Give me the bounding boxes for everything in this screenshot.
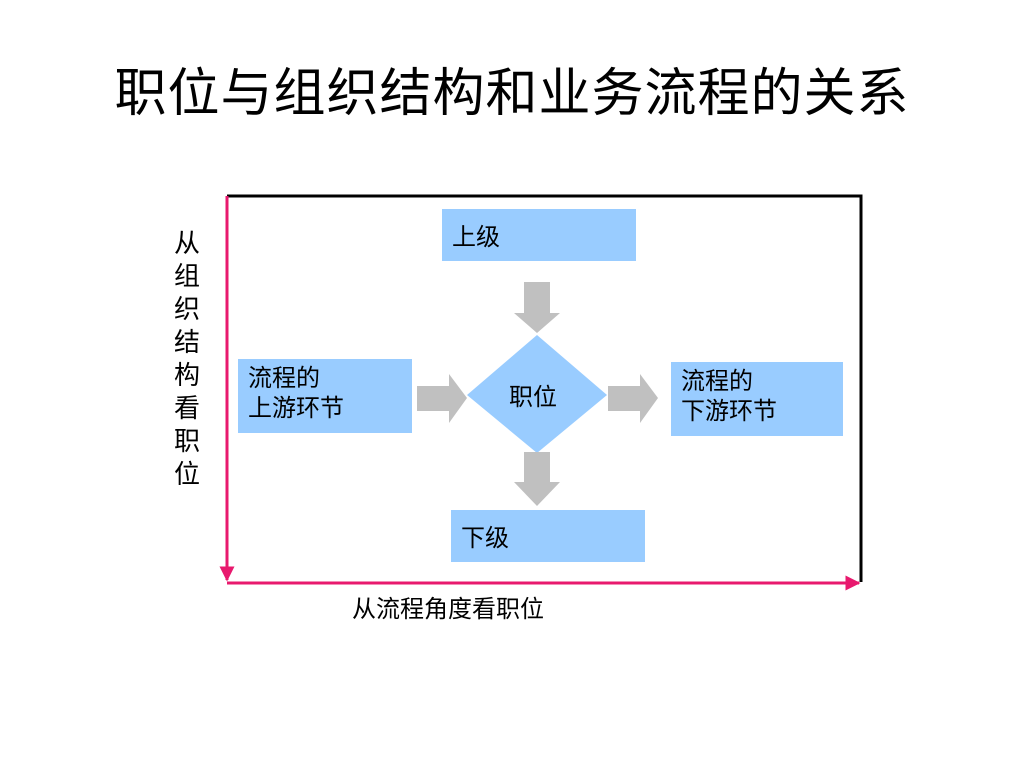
down-arrow-from-superior xyxy=(514,282,560,333)
position-label: 职位 xyxy=(509,383,557,411)
upstream-label-line1: 流程的 xyxy=(248,364,320,392)
subordinate-label: 下级 xyxy=(461,524,509,552)
downstream-box: 流程的 下游环节 xyxy=(671,362,843,436)
slide-title: 职位与组织结构和业务流程的关系 xyxy=(114,64,910,124)
right-arrow-from-upstream xyxy=(417,374,467,423)
frame-border xyxy=(227,194,863,582)
subordinate-box: 下级 xyxy=(451,510,645,562)
superior-label: 上级 xyxy=(452,223,500,251)
down-arrow-to-subordinate xyxy=(514,452,560,506)
upstream-label-line2: 上游环节 xyxy=(248,394,344,422)
superior-box: 上级 xyxy=(442,209,636,261)
position-diamond xyxy=(467,335,607,453)
vertical-axis-label: 从组织结构看职位 xyxy=(173,229,200,490)
horizontal-axis-label: 从流程角度看职位 xyxy=(352,595,544,623)
downstream-label-line2: 下游环节 xyxy=(681,397,777,425)
downstream-label-line1: 流程的 xyxy=(681,367,753,395)
upstream-box: 流程的 上游环节 xyxy=(238,359,412,433)
right-arrow-to-downstream xyxy=(608,374,658,423)
